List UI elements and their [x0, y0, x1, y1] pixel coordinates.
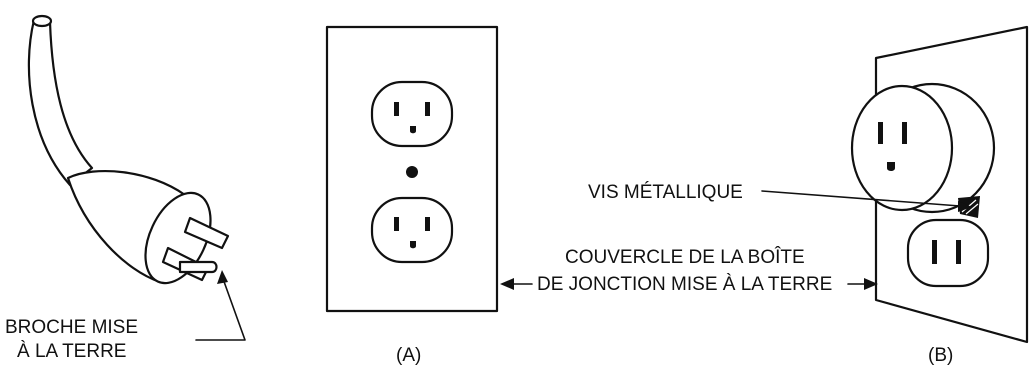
- metal-screw-label: VIS MÉTALLIQUE: [588, 182, 743, 203]
- outlet-b-adapter-face: [850, 84, 954, 212]
- outlet-a-lower-slot-left: [394, 217, 399, 231]
- cover-arrowhead-right: [864, 278, 878, 290]
- figure-a-caption: (A): [396, 345, 421, 366]
- outlet-a-lower-ground-hole: [410, 241, 416, 249]
- outlet-a-upper-slot-right: [425, 102, 430, 116]
- figure-b-caption: (B): [928, 345, 953, 366]
- outlet-b-lower-slot-right: [956, 240, 961, 264]
- outlet-a-center-screw: [406, 166, 418, 178]
- outlet-a-upper-slot-left: [394, 102, 399, 116]
- outlet-b-adapter-slot-left: [878, 122, 883, 144]
- outlet-b-lower-slot-left: [932, 240, 937, 264]
- outlet-a-lower-slot-right: [425, 217, 430, 231]
- outlet-b-with-adapter: [850, 25, 1029, 344]
- metal-screw-pointer: [761, 190, 961, 207]
- duplex-outlet-a: [325, 25, 499, 313]
- outlet-b-adapter-ground-hole: [887, 162, 895, 171]
- grounding-pin-label-line-1: BROCHE MISE: [5, 317, 138, 338]
- plug-cord: [27, 18, 94, 187]
- outlet-a-lower-receptacle: [370, 196, 454, 264]
- plug-ground-pin: [178, 260, 218, 274]
- ground-pin-pointer: [195, 275, 246, 341]
- cover-label-line-1: COUVERCLE DE LA BOÎTE: [565, 246, 805, 268]
- outlet-b-adapter-slot-right: [902, 122, 907, 144]
- ground-pin-arrowhead: [217, 270, 228, 284]
- metal-screw-arrowhead: [958, 201, 972, 212]
- grounding-pin-label-line-2: À LA TERRE: [17, 341, 126, 362]
- outlet-a-upper-receptacle: [370, 80, 454, 148]
- grounded-plug-illustration: [27, 14, 246, 341]
- cover-arrowhead-left: [500, 278, 514, 290]
- cover-label-line-2: DE JONCTION MISE À LA TERRE: [537, 274, 832, 295]
- outlet-a-upper-ground-hole: [410, 126, 416, 134]
- cord-end: [31, 14, 53, 28]
- outlet-b-lower-receptacle: [906, 218, 990, 288]
- plug-prong-top: [183, 216, 230, 250]
